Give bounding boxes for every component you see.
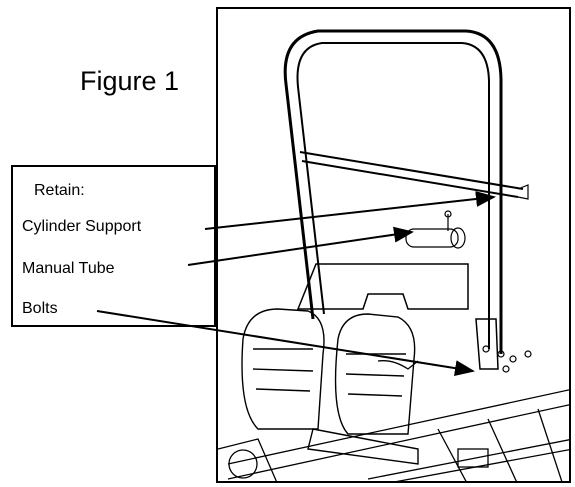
callout-item-manual-tube: Manual Tube (22, 260, 115, 277)
vehicle-illustration (218, 29, 569, 481)
rollbar-outer (283, 29, 503, 354)
bolts-drawing (497, 350, 532, 373)
mount-plate (296, 263, 469, 310)
callout-item-cylinder-support: Cylinder Support (22, 218, 142, 235)
illustration-frame (216, 7, 571, 483)
seats-drawing (241, 308, 419, 465)
leader-cylinder-support (204, 191, 496, 230)
leader-bolts (96, 310, 475, 377)
rollbar-crossbar (299, 151, 524, 198)
leader-manual-tube (187, 226, 414, 266)
callout-box (11, 165, 216, 327)
figure-title: Figure 1 (80, 66, 180, 96)
callout-heading: Retain: (34, 182, 85, 199)
callout-item-bolts: Bolts (22, 300, 58, 317)
chassis-drawing (218, 360, 569, 481)
rollbar-inner (296, 42, 490, 349)
